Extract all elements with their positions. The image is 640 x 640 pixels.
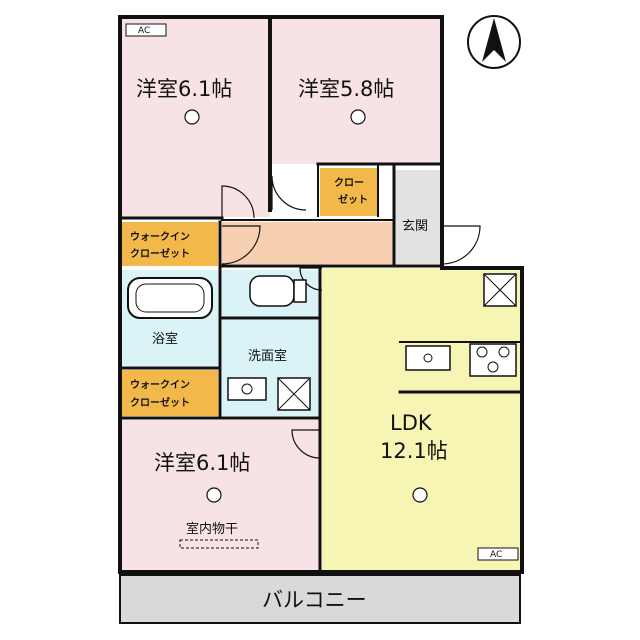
walk-in-closet-top-line1: ウォークイン bbox=[130, 231, 190, 243]
drying-rail bbox=[179, 539, 259, 549]
balcony-fill bbox=[120, 575, 520, 623]
walls bbox=[118, 15, 524, 574]
ventilation-fan-icon bbox=[483, 273, 517, 307]
ac-unit-top bbox=[125, 23, 167, 37]
room-name-ldk: LDK bbox=[390, 411, 433, 435]
small-closet-fill bbox=[320, 168, 378, 216]
ceiling-light-icon bbox=[184, 109, 428, 503]
door-bottom-bedroom bbox=[291, 429, 321, 459]
outer-wall bbox=[118, 15, 524, 574]
small-closet-line2: ゼット bbox=[338, 193, 368, 206]
room-size-ldk: 12.1帖 bbox=[380, 439, 448, 463]
small-closet-line1: クロー bbox=[334, 177, 364, 189]
doors bbox=[221, 175, 481, 459]
room-name-bath: 浴室 bbox=[152, 331, 178, 347]
walk-in-closet-top-fill bbox=[120, 222, 218, 266]
room-name-washroom: 洗面室 bbox=[248, 348, 287, 364]
balcony-outline bbox=[119, 574, 521, 624]
door-top-right bbox=[271, 175, 307, 211]
room-name-entrance: 玄関 bbox=[402, 219, 428, 234]
room-name-bedroom-top-left: 洋室6.1帖 bbox=[136, 77, 232, 101]
stove-icon bbox=[469, 343, 517, 377]
walk-in-closet-top-line2: クローゼット bbox=[130, 247, 190, 260]
ac-label-top: AC bbox=[138, 26, 150, 36]
bathtub-icon bbox=[127, 277, 213, 319]
ldk-fill bbox=[322, 268, 520, 570]
entrance-fill bbox=[394, 170, 442, 264]
north-arrow-icon bbox=[467, 15, 521, 69]
kitchen-sink-icon bbox=[405, 345, 451, 371]
ac-unit-ldk bbox=[477, 547, 519, 561]
door-entrance bbox=[441, 225, 481, 265]
walk-in-closet-bottom-line1: ウォークイン bbox=[130, 379, 190, 391]
drying-label: 室内物干 bbox=[186, 521, 238, 537]
sink-icon bbox=[227, 377, 267, 401]
walk-in-closet-bottom-line2: クローゼット bbox=[130, 396, 190, 409]
walk-in-closet-bottom-fill bbox=[120, 370, 218, 416]
room-name-bedroom-bottom: 洋室6.1帖 bbox=[154, 451, 250, 475]
ac-label-ldk: AC bbox=[490, 550, 502, 560]
door-bath bbox=[221, 225, 261, 265]
room-name-balcony: バルコニー bbox=[262, 588, 367, 612]
door-top-left bbox=[221, 185, 255, 219]
washing-machine-icon bbox=[277, 377, 311, 411]
hall-fill bbox=[222, 222, 394, 264]
room-name-bedroom-top-right: 洋室5.8帖 bbox=[298, 77, 394, 101]
bedroom-top-right-fill bbox=[272, 17, 442, 164]
toilet-icon bbox=[249, 275, 307, 307]
